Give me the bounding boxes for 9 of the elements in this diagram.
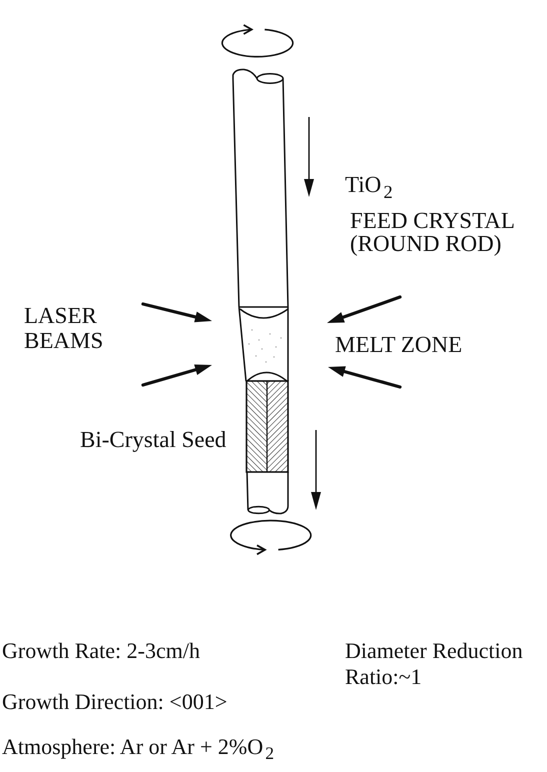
- formula-label: TiO$_{2}$: [345, 172, 393, 197]
- part-label: LASER BEAMS: [24, 303, 104, 353]
- parameter-text: Atmosphere: Ar or Ar + 2%O$_{2}$: [2, 734, 274, 760]
- parameter-text: Growth Rate: 2-3cm/h: [2, 638, 200, 664]
- part-label: Bi-Crystal Seed: [80, 427, 226, 452]
- parameter-text: Diameter Reduction Ratio:~1: [345, 638, 524, 690]
- part-label: MELT ZONE: [335, 332, 462, 357]
- part-label: FEED CRYSTAL (ROUND ROD): [350, 209, 516, 255]
- parameter-text: Growth Direction: <001>: [2, 689, 228, 715]
